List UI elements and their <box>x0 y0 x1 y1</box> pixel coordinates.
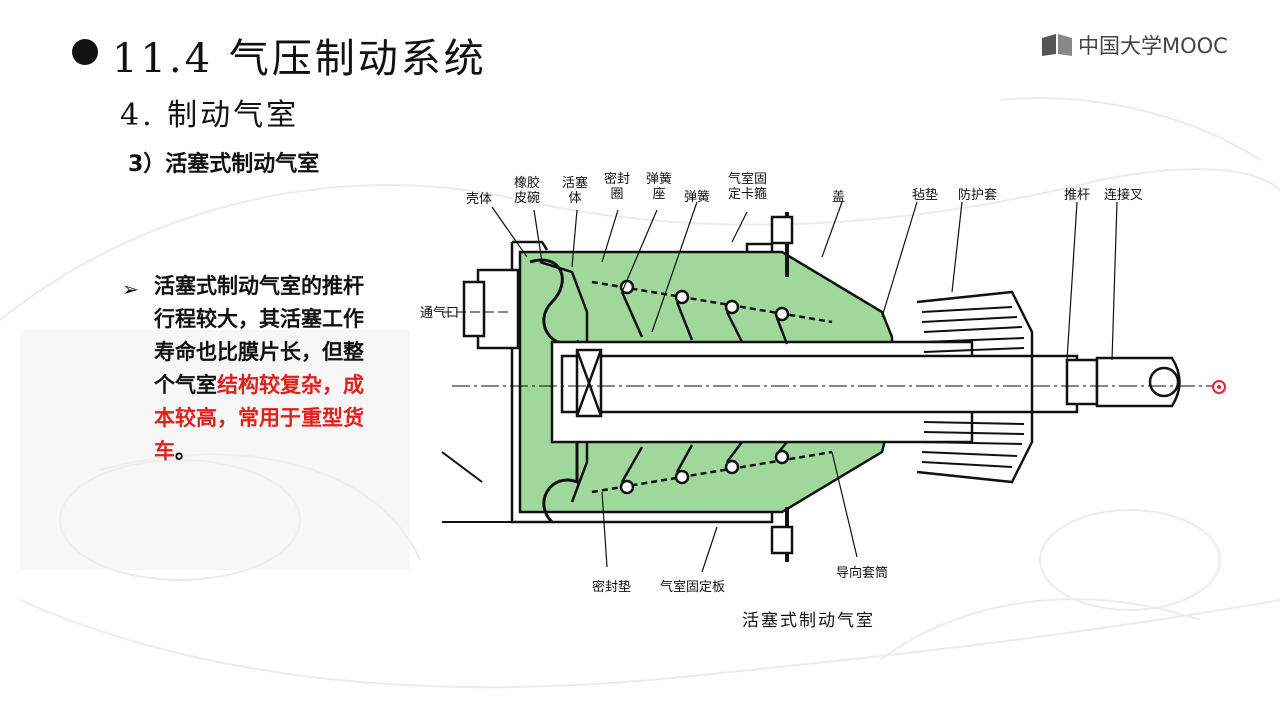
label-felt-pad: 毡垫 <box>912 188 939 203</box>
label-seal-ring: 密封 圈 <box>604 172 631 202</box>
label-piston-body: 活塞 体 <box>562 176 589 206</box>
label-clamp: 气室固 定卡箍 <box>728 172 768 202</box>
label-rubber-cup: 橡胶 皮碗 <box>514 176 541 206</box>
label-mount-plate: 气室固定板 <box>660 580 726 595</box>
brake-chamber-diagram <box>441 201 1222 573</box>
mooc-logo-icon <box>1042 34 1072 56</box>
label-boot: 防护套 <box>958 188 998 203</box>
label-spring-seat: 弹簧 座 <box>646 172 673 202</box>
section-heading: 4. 制动气室 <box>120 98 300 133</box>
page-title: 11.4 气压制动系统 <box>112 36 487 82</box>
diagram-caption: 活塞式制动气室 <box>742 611 875 631</box>
body-text-highlight: 结构较复杂，成本较高，常用于重型货车 <box>154 373 364 463</box>
label-shell: 壳体 <box>466 192 493 207</box>
logo-text: 中国大学MOOC <box>1078 34 1228 58</box>
mooc-logo: 中国大学MOOC <box>1040 30 1228 60</box>
title-bullet <box>72 39 98 65</box>
body-text-black: 活塞式制动气室的推杆行程较大，其活塞工作寿命也比膜片长，但整个气室 <box>154 274 364 397</box>
label-spring: 弹簧 <box>684 190 711 205</box>
body-text-end: 。 <box>175 439 196 463</box>
label-push-rod: 推杆 <box>1064 188 1091 203</box>
label-guide-sleeve: 导向套筒 <box>836 566 889 581</box>
arrow-bullet-icon: ➢ <box>122 277 139 301</box>
laser-pointer-icon <box>1212 380 1226 394</box>
body-paragraph: 活塞式制动气室的推杆行程较大，其活塞工作寿命也比膜片长，但整个气室结构较复杂，成… <box>154 270 379 468</box>
label-gasket: 密封垫 <box>592 580 632 595</box>
label-cover: 盖 <box>832 190 846 205</box>
subsection-heading: 3）活塞式制动气室 <box>128 152 320 177</box>
label-air-port: 通气口 <box>420 306 460 321</box>
label-clevis: 连接叉 <box>1104 188 1144 203</box>
